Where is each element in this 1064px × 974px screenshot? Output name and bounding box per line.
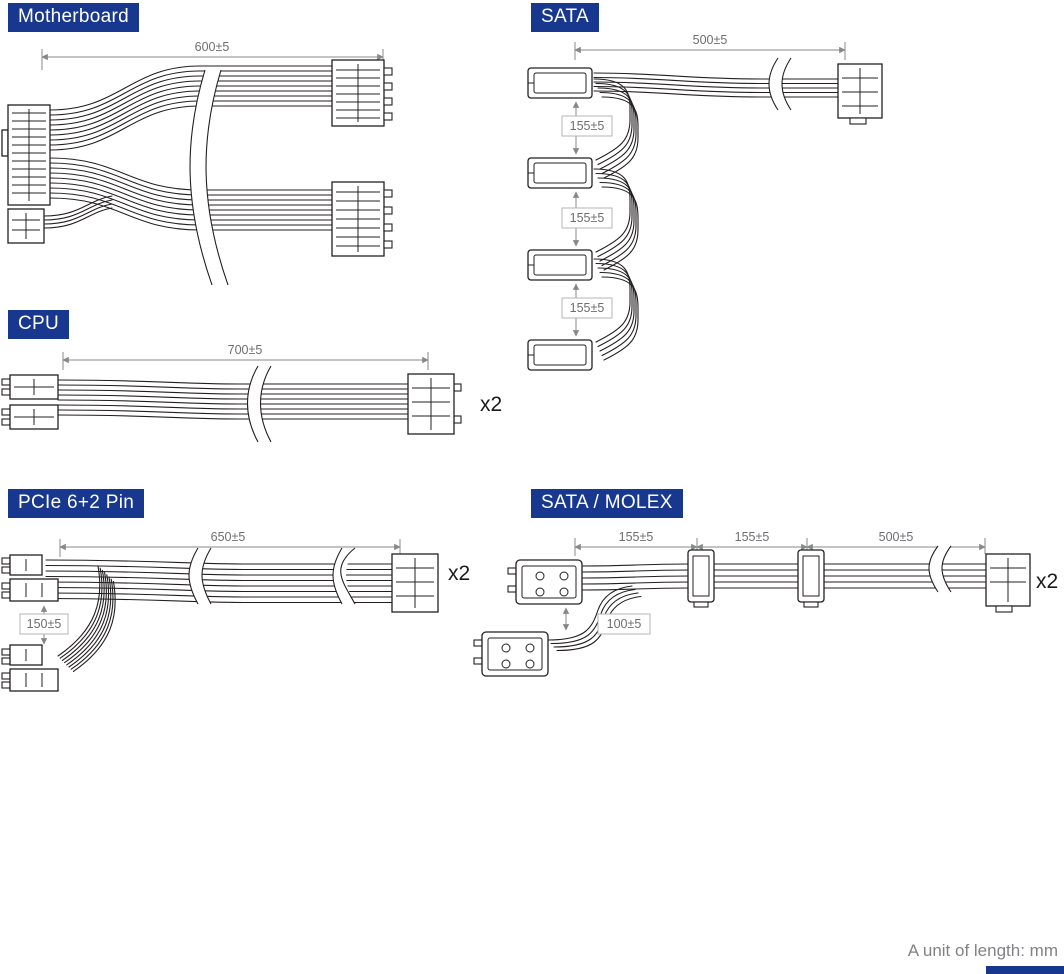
sata-connector-3 [527, 249, 593, 281]
svg-text:150±5: 150±5 [27, 617, 62, 631]
svg-text:155±5: 155±5 [570, 211, 605, 225]
dim-pcie-branch: 150±5 [19, 605, 69, 645]
sata-wire-bundles [593, 72, 839, 361]
dim-pcie-length: 650±5 [59, 530, 401, 557]
atx-24pin-connector [1, 104, 51, 206]
motherboard-wire-bundles [43, 65, 333, 231]
svg-text:500±5: 500±5 [879, 530, 914, 544]
pcie-2pin-connector-top [1, 554, 43, 576]
svg-text:500±5: 500±5 [693, 33, 728, 47]
dim-sm-segments: 155±5 155±5 500±5 [574, 530, 986, 556]
break-mark [188, 547, 212, 605]
pcie-wire-bundles [45, 559, 393, 672]
cpu-count: x2 [480, 393, 502, 416]
break-mark [768, 57, 792, 111]
cpu-wire-bundle [57, 379, 409, 420]
molex-connector-main [507, 559, 583, 605]
break-mark [332, 547, 356, 605]
dim-sata-gap2: 155±5 [561, 191, 613, 247]
svg-text:700±5: 700±5 [228, 343, 263, 357]
pcie-8pin-psu-connector [391, 553, 439, 613]
cpu-cable-diagram: 700±5 x2 [1, 343, 502, 443]
pcie-6pin-connector-bottom [1, 668, 59, 692]
pcie-6pin-connector-top [1, 578, 59, 602]
dim-sm-branch: 100±5 [562, 607, 651, 635]
cpu-8pin-psu-connector [407, 373, 462, 435]
sata-connector-1 [527, 67, 593, 99]
aux-connector [7, 208, 45, 244]
pcie-section-label: PCIe 6+2 Pin [8, 489, 145, 518]
dim-sata-gap1: 155±5 [561, 101, 613, 155]
svg-text:600±5: 600±5 [195, 40, 230, 54]
sm-psu-connector [985, 553, 1031, 613]
sata-molex-section-label: SATA / MOLEX [531, 489, 683, 518]
dim-sata-gap3: 155±5 [561, 283, 613, 337]
cpu-4pin-connector-top [1, 374, 59, 400]
svg-text:100±5: 100±5 [607, 617, 642, 631]
pcie-2pin-connector-bottom [1, 644, 43, 666]
break-mark [928, 545, 952, 593]
cpu-section-label: CPU [8, 310, 70, 339]
svg-text:155±5: 155±5 [735, 530, 770, 544]
break-mark [246, 365, 272, 443]
sata-psu-connector [837, 63, 883, 125]
dim-motherboard-length: 600±5 [41, 40, 384, 70]
sata-section-label: SATA [531, 3, 600, 32]
sata-cable-diagram: 500±5 [527, 33, 883, 371]
sata-connector-2 [527, 157, 593, 189]
inline-sata-connector-2 [797, 549, 825, 608]
sata-molex-cable-diagram: 155±5 155±5 500±5 [473, 530, 1058, 677]
pcie-cable-diagram: 650±5 [1, 530, 470, 692]
partial-badge [986, 966, 1064, 974]
sata-molex-count: x2 [1036, 570, 1058, 593]
pcie-count: x2 [448, 562, 470, 585]
svg-text:155±5: 155±5 [619, 530, 654, 544]
sata-connector-4 [527, 339, 593, 371]
svg-text:650±5: 650±5 [211, 530, 246, 544]
break-mark [189, 69, 229, 286]
unit-note: A unit of length: mm [907, 941, 1058, 960]
psu-side-connector-top [331, 59, 393, 127]
cpu-4pin-connector-bottom [1, 404, 59, 430]
svg-text:155±5: 155±5 [570, 301, 605, 315]
molex-connector-branch [473, 631, 549, 677]
motherboard-section-label: Motherboard [8, 3, 140, 32]
dim-cpu-length: 700±5 [62, 343, 429, 370]
motherboard-cable-diagram: 600±5 [1, 40, 393, 286]
inline-sata-connector-1 [687, 549, 715, 608]
dim-sata-length: 500±5 [574, 33, 846, 60]
sm-wire-bundles [547, 563, 987, 652]
psu-side-connector-bottom [331, 181, 393, 257]
svg-text:155±5: 155±5 [570, 119, 605, 133]
